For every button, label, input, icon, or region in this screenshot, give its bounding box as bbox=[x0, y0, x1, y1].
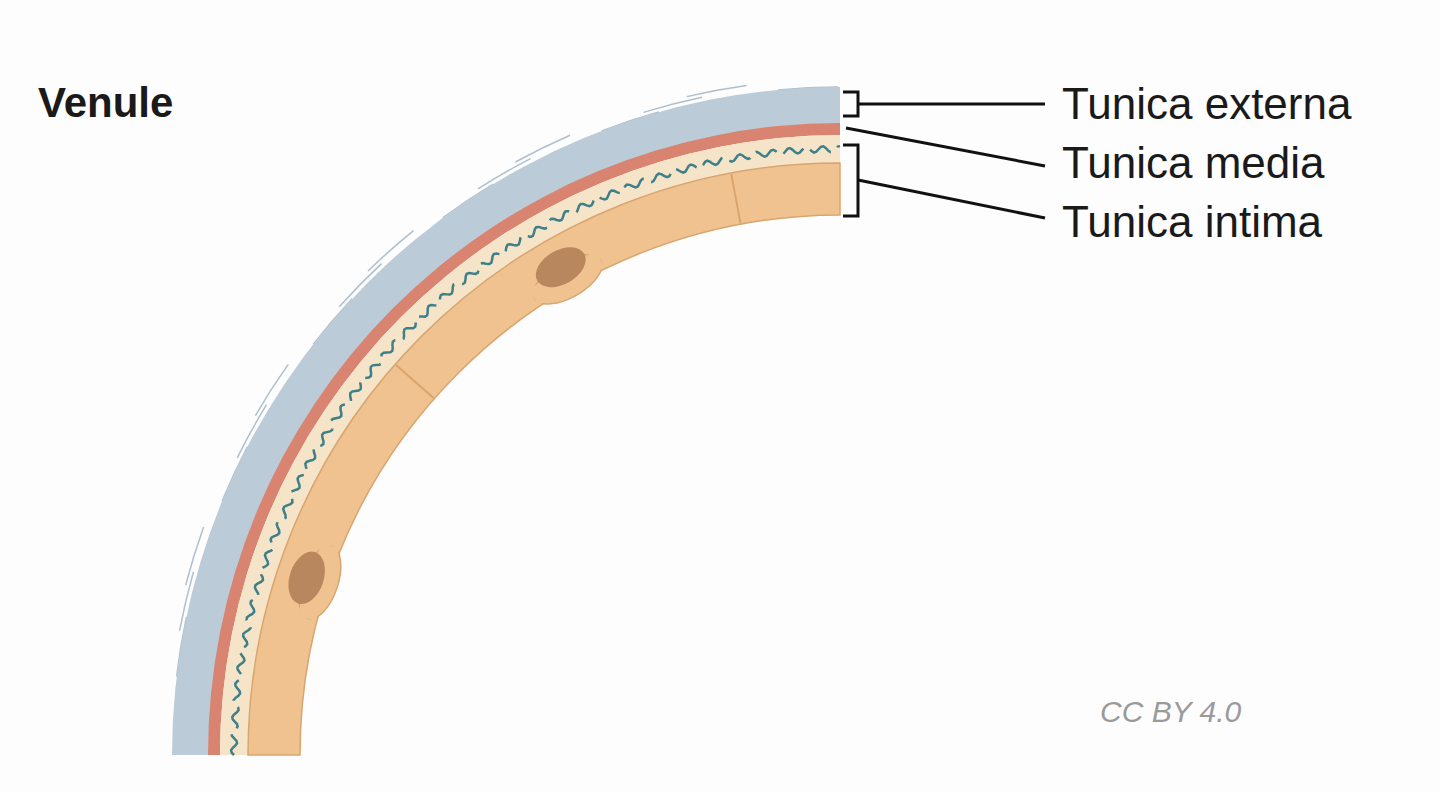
nucleus bbox=[529, 239, 593, 295]
tunica-media bbox=[208, 123, 840, 755]
bracket bbox=[843, 145, 858, 216]
licence-watermark: CC BY 4.0 bbox=[1100, 694, 1241, 730]
endothelium bbox=[248, 163, 840, 755]
layer-label: Tunica externa bbox=[1062, 78, 1351, 131]
nucleus bbox=[282, 547, 331, 609]
endothelium-edge bbox=[248, 163, 840, 755]
cell-boundary bbox=[396, 365, 434, 398]
leader-lines bbox=[843, 92, 1045, 218]
layer-label: Tunica media bbox=[1062, 137, 1325, 190]
title: Venule bbox=[38, 78, 173, 128]
elastic-lamina bbox=[231, 146, 840, 755]
tunica-externa bbox=[172, 87, 840, 755]
leader-line bbox=[858, 103, 1045, 106]
cell-boundary bbox=[731, 174, 740, 223]
leader-line bbox=[846, 128, 1045, 166]
vessel-wall bbox=[172, 86, 840, 755]
layer-label: Tunica intima bbox=[1062, 196, 1322, 249]
bracket bbox=[843, 92, 858, 116]
leader-line bbox=[858, 180, 1045, 218]
tunica-intima-layer bbox=[220, 135, 840, 755]
